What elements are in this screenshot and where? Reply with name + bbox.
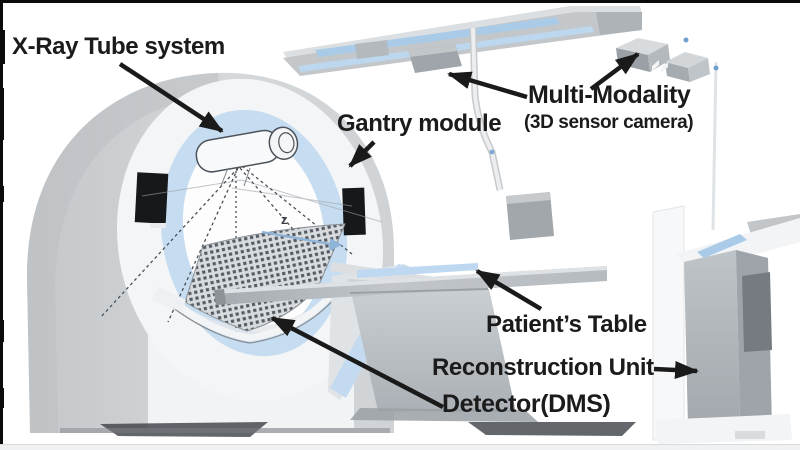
frame-edge-notch <box>0 88 4 140</box>
gantry-speaker-right <box>342 187 366 236</box>
frame-bottom-strip <box>0 444 800 450</box>
sensor-pole <box>711 61 718 231</box>
frame-edge-top <box>0 0 800 3</box>
frame-edge-notch <box>0 388 4 408</box>
label-patients-table: Patient’s Table <box>486 311 647 338</box>
arrow-multi-modality-left <box>447 71 528 100</box>
label-reconstruction-unit: Reconstruction Unit <box>432 354 654 381</box>
label-multi-modality: Multi-Modality <box>528 81 691 109</box>
arrow-reconstruction-unit <box>653 360 699 379</box>
z-axis-arrow <box>261 230 331 246</box>
gantry-speaker-left <box>134 172 169 224</box>
recon-tower-front <box>684 250 740 427</box>
ceiling-rail <box>283 6 642 76</box>
reconstruction-unit <box>652 205 800 444</box>
frame-edge-left <box>0 0 3 444</box>
label-z-axis: z <box>281 212 288 227</box>
bore-internals <box>99 126 383 344</box>
xray-fan-beam <box>99 165 353 332</box>
floor-shadows <box>60 422 636 437</box>
recon-blue-accent <box>697 234 747 258</box>
arrow-multi-modality-right <box>589 52 640 91</box>
xray-tube <box>195 126 299 173</box>
ceiling-arm <box>469 27 554 240</box>
detector-rim <box>163 291 335 342</box>
label-3d-sensor-camera: (3D sensor camera) <box>524 112 694 133</box>
arrow-gantry-module <box>348 140 376 168</box>
annotation-arrows <box>118 52 699 409</box>
label-detector-dms: Detector(DMS) <box>442 390 611 418</box>
table-blue-edge <box>357 263 478 278</box>
label-gantry-module: Gantry module <box>337 110 502 137</box>
recon-window <box>742 272 772 352</box>
arm-joint-dot <box>489 149 495 155</box>
frame-edge-notch <box>0 30 5 64</box>
hanging-monitor <box>506 192 554 240</box>
arrow-xray-tube <box>118 62 224 133</box>
recon-back-panel <box>652 205 685 441</box>
camera-chevrons <box>652 60 668 73</box>
label-xray-tube-system: X-Ray Tube system <box>12 33 225 60</box>
arrow-patients-table <box>475 269 543 311</box>
arrow-detector <box>270 316 445 409</box>
rail-carriage <box>355 40 389 59</box>
sensor-camera <box>616 37 719 231</box>
frame-edge-notch <box>0 186 4 202</box>
frame-edge-notch <box>0 320 4 342</box>
